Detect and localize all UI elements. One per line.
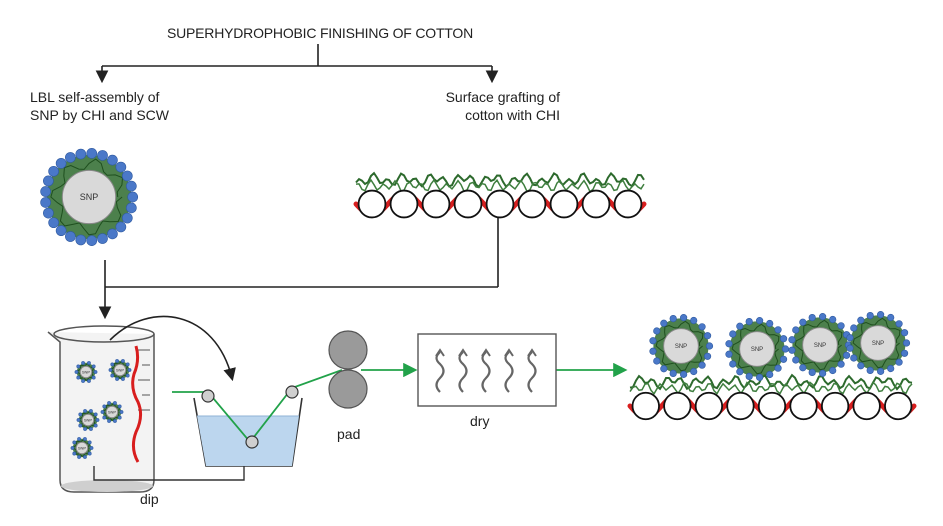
finished-fabric: SNP SNP SNP SNP bbox=[627, 311, 917, 421]
tree-connectors bbox=[95, 44, 499, 84]
guide-roller bbox=[201, 389, 215, 403]
guide-roller bbox=[245, 435, 259, 449]
snp-label: SNP bbox=[751, 347, 763, 353]
snp-label: SNP bbox=[78, 445, 87, 450]
snp-label: SNP bbox=[675, 344, 687, 350]
dip-bath bbox=[193, 397, 303, 467]
transfer-arrow bbox=[109, 315, 236, 382]
nanoparticle: SNP bbox=[725, 317, 790, 381]
dryer-box bbox=[417, 333, 557, 407]
surface-grafting-label: Surface grafting of cotton with CHI bbox=[360, 88, 560, 124]
grafted-cotton-fabric bbox=[353, 171, 647, 219]
dip-label: dip bbox=[140, 491, 159, 507]
nanoparticle: SNP bbox=[108, 359, 132, 381]
nanoparticle: SNP bbox=[100, 401, 124, 423]
nanoparticle: SNP bbox=[74, 361, 98, 383]
nanoparticle: SNP bbox=[76, 409, 100, 431]
merge-connectors bbox=[98, 218, 499, 320]
dry-label: dry bbox=[470, 413, 490, 429]
nanoparticle: SNP bbox=[649, 314, 714, 378]
snp-label: SNP bbox=[814, 343, 826, 349]
dip-bracket bbox=[93, 466, 245, 481]
diagram-title: SUPERHYDROPHOBIC FINISHING OF COTTON bbox=[166, 25, 473, 41]
beaker: SNP SNP SNP SNP SNP bbox=[47, 325, 155, 493]
snp-label: SNP bbox=[82, 369, 91, 374]
nanoparticle: SNP bbox=[846, 311, 911, 375]
snp-label: SNP bbox=[80, 192, 99, 202]
coated-nanoparticle: SNP bbox=[40, 148, 139, 246]
fabric-path bbox=[172, 362, 628, 449]
snp-label: SNP bbox=[116, 367, 125, 372]
guide-roller bbox=[285, 385, 299, 399]
lbl-self-assembly-label: LBL self-assembly of SNP by CHI and SCW bbox=[30, 88, 169, 124]
heat-waves bbox=[435, 348, 537, 393]
pad-rollers bbox=[328, 330, 368, 409]
right-branch-line1: Surface grafting of bbox=[445, 89, 560, 105]
beaker-particles: SNP SNP SNP SNP SNP bbox=[70, 359, 132, 459]
pad-label: pad bbox=[337, 426, 361, 442]
left-branch-line1: LBL self-assembly of bbox=[30, 89, 160, 105]
snp-label: SNP bbox=[84, 417, 93, 422]
right-branch-line2: cotton with CHI bbox=[465, 107, 560, 123]
snp-label: SNP bbox=[872, 341, 884, 347]
nanoparticle: SNP bbox=[70, 437, 94, 459]
nanoparticle: SNP bbox=[788, 313, 853, 377]
snp-label: SNP bbox=[108, 409, 117, 414]
left-branch-line2: SNP by CHI and SCW bbox=[30, 107, 170, 123]
nanoparticle: SNP bbox=[40, 148, 139, 246]
